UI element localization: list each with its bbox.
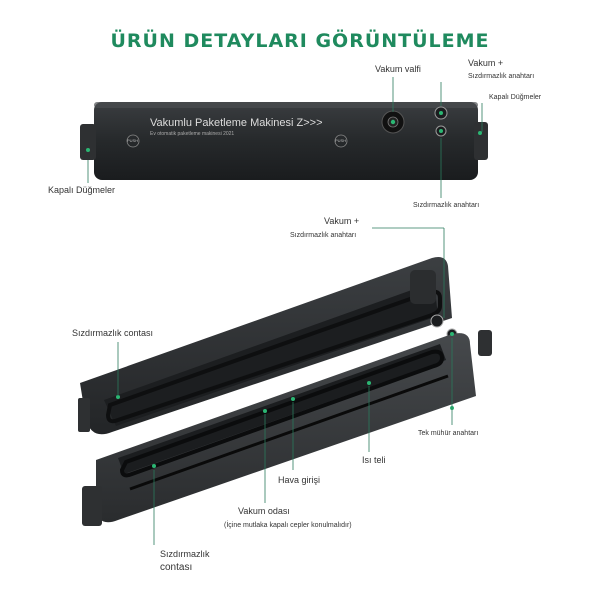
brand-text: Vakumlu Paketleme Makinesi Z>>> — [150, 117, 323, 129]
leader-lines — [87, 77, 483, 545]
push-button-left-icon — [126, 134, 140, 148]
heat-wire — [129, 374, 449, 491]
lid-seal-gasket — [105, 289, 442, 424]
push-button-left-label: PUSH — [127, 138, 139, 143]
push-button-right-label: PUSH — [335, 138, 347, 143]
label-vakum-plus-open: Vakum + — [324, 216, 360, 226]
label-vakum-plus-top: Vakum + — [468, 58, 504, 68]
label-kapali-dugmeler-right: Kapalı Düğmeler — [489, 94, 542, 101]
push-button-right-icon — [334, 134, 348, 148]
label-vakum-odasi: Vakum odası — [238, 506, 290, 516]
label-hava-girisi: Hava girişi — [278, 475, 321, 485]
right-latch — [474, 122, 488, 160]
label-sizdirmazlik-open: Sızdırmazlık anahtarı — [290, 232, 357, 239]
label-sizdirmazlik-contasi-top: Sızdırmazlık contası — [72, 328, 154, 338]
brand-subtext: Ev otomatik paketleme makinesi 2021 — [150, 131, 235, 137]
label-isi-teli: Isı teli — [362, 455, 386, 465]
label-sizdirmazlik-anahtari-bottom: Sızdırmazlık anahtarı — [413, 202, 480, 209]
base-seal-gasket — [119, 349, 445, 478]
label-vakum-valfi: Vakum valfi — [375, 64, 421, 74]
closed-device — [80, 102, 488, 180]
label-sizdirmazlik-bottom-2: contası — [160, 562, 193, 573]
label-sizdirmazlik-top: Sızdırmazlık anahtarı — [468, 73, 535, 80]
label-tek-muhur: Tek mühür anahtarı — [418, 430, 479, 437]
label-vakum-odasi-note: (İçine mutlaka kapalı cepler konulmalıdı… — [224, 522, 352, 529]
page-title: ÜRÜN DETAYLARI GÖRÜNTÜLEME — [110, 30, 490, 52]
label-kapali-dugmeler-left: Kapalı Düğmeler — [48, 185, 116, 195]
label-sizdirmazlik-bottom-1: Sızdırmazlık — [160, 549, 210, 559]
left-latch — [80, 124, 96, 160]
open-device — [78, 257, 492, 526]
